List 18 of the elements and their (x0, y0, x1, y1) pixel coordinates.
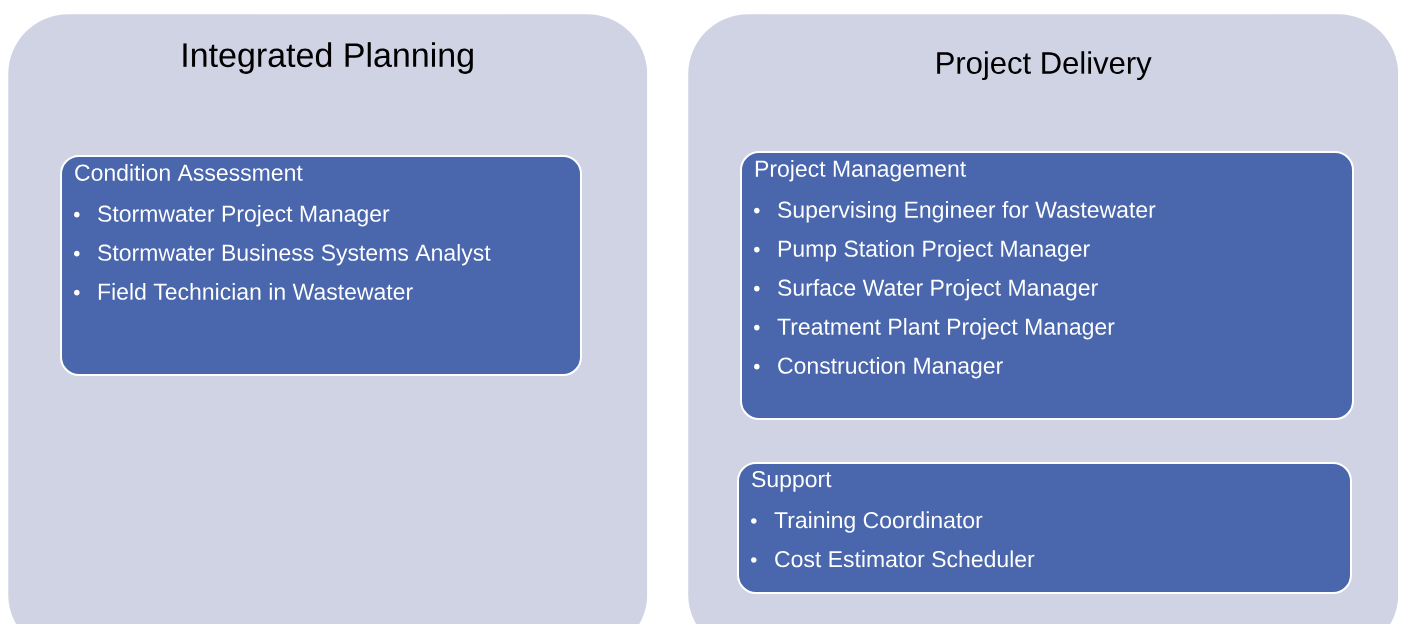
panel-title: Project Delivery (937, 51, 1152, 81)
role-box (60, 155, 582, 376)
role-box (737, 462, 1352, 594)
bullet-item: Training Coordinator (774, 511, 983, 533)
bullet-item: Surface Water Project Manager (778, 279, 1098, 301)
bullet-item: Cost Estimator Scheduler (775, 550, 1035, 568)
role-box (740, 151, 1354, 420)
bullet-item: Construction Manager (778, 357, 1003, 379)
bullet-item: Stormwater Project Manager (98, 205, 390, 227)
box-heading: Project Management (755, 160, 966, 182)
bullet-item: Supervising Engineer for Wastewater (778, 201, 1156, 223)
box-heading: Condition Assessment (75, 164, 303, 181)
box-heading: Support (752, 471, 832, 492)
bullet-item: Pump Station Project Manager (778, 240, 1090, 262)
panel-title: Integrated Planning (183, 42, 473, 74)
bullet-item: Field Technician in Wastewater (98, 283, 413, 300)
bullet-item: Stormwater Business Systems Analyst (98, 244, 491, 266)
bullet-item: Treatment Plant Project Manager (777, 318, 1115, 340)
